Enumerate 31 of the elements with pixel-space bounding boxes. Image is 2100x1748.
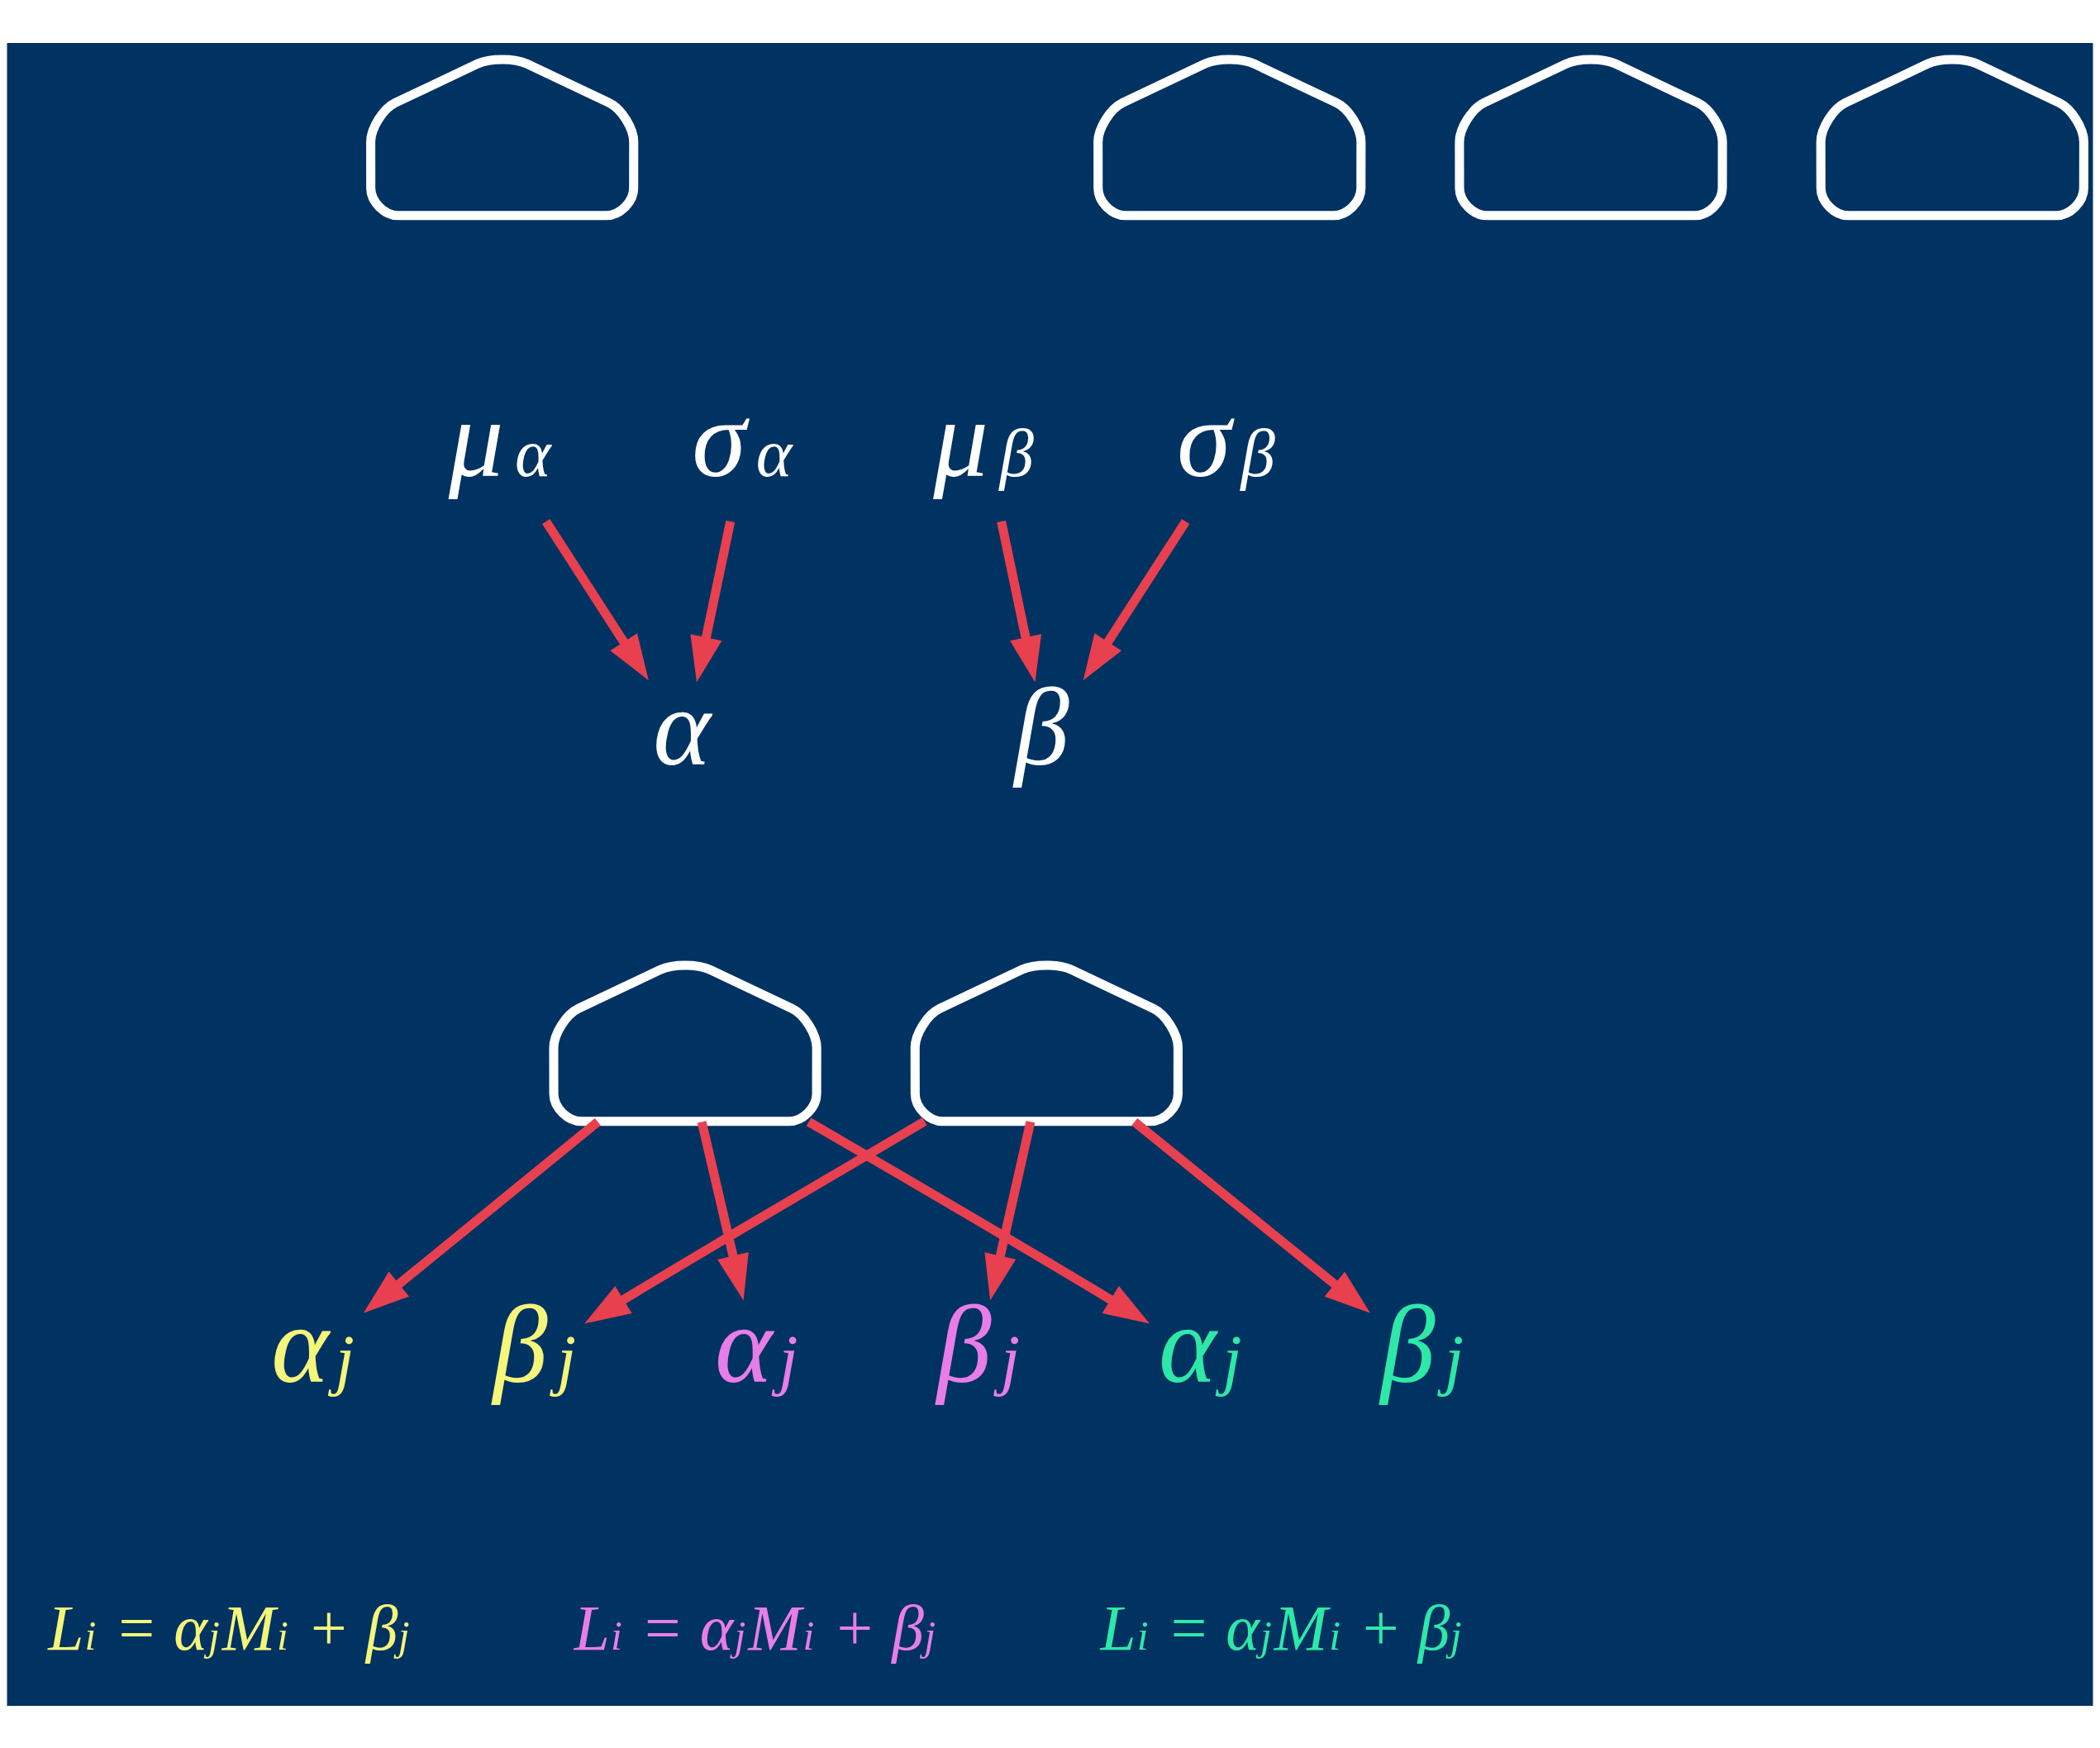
arrow — [1083, 518, 1190, 680]
node-text: μβ — [933, 378, 1034, 500]
node-curve — [366, 54, 639, 220]
node-text: σβ — [1177, 378, 1275, 500]
label: Li = αjMi + βj — [574, 1592, 936, 1664]
arrow — [542, 518, 649, 680]
node-text: βj — [1380, 1284, 1464, 1406]
node-curve — [1816, 54, 2088, 220]
node-text: αj — [271, 1284, 355, 1406]
node-curve — [1455, 54, 1727, 220]
arrow — [997, 520, 1042, 683]
arrow — [363, 1117, 601, 1313]
arrow — [690, 520, 736, 683]
node-curve — [549, 960, 821, 1126]
label: Li = αjMi + βj — [1100, 1592, 1462, 1664]
arrow — [1131, 1117, 1370, 1313]
node-text: αj — [715, 1284, 798, 1406]
node-text: μα — [448, 378, 551, 500]
node-text: αj — [1158, 1284, 1242, 1406]
node-text: β — [1014, 666, 1069, 788]
node-curve — [1093, 54, 1366, 220]
arrow — [697, 1120, 749, 1301]
arrow — [984, 1120, 1036, 1301]
node-text: βj — [936, 1284, 1021, 1406]
arrow — [806, 1117, 1150, 1323]
arrow — [584, 1117, 927, 1323]
node-curve — [910, 960, 1183, 1126]
node-text: σα — [692, 378, 793, 500]
label: Li = αjMi + βj — [48, 1592, 410, 1664]
node-text: α — [653, 666, 712, 788]
node-text: βj — [493, 1284, 577, 1406]
